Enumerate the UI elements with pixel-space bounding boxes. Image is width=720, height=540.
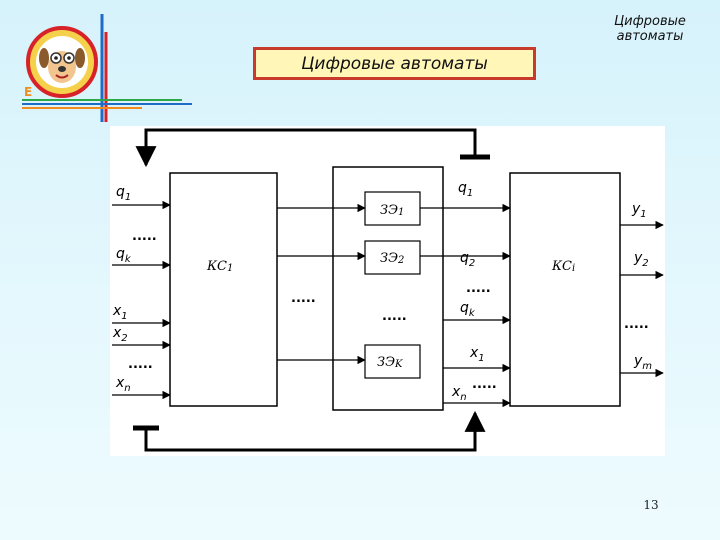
- logo-area: E: [22, 12, 202, 124]
- left-ellipsis-bottom: .....: [128, 357, 153, 372]
- automaton-block-diagram: q1 ..... qk x1 x2 ..... xn КС1 ..... ЗЭ1…: [112, 128, 664, 452]
- input-label-xn: xn: [115, 375, 131, 394]
- memory-element-2-label: ЗЭ2: [380, 251, 404, 266]
- bottom-feedback-line: [144, 410, 486, 452]
- mid-label-q1: q1: [458, 180, 473, 199]
- top-feedback-line: [135, 128, 477, 168]
- output-label-ym: ym: [633, 353, 652, 372]
- memory-element-k-label: ЗЭK: [377, 355, 403, 370]
- output-ellipsis: .....: [624, 317, 649, 332]
- memory-ellipsis: .....: [382, 309, 407, 324]
- kc2-block: [509, 172, 621, 407]
- diagram-panel: q1 ..... qk x1 x2 ..... xn КС1 ..... ЗЭ1…: [110, 126, 665, 456]
- input-label-x1: x1: [112, 303, 128, 322]
- kc2-label: КСi: [551, 259, 575, 274]
- mid-label-x1: x1: [469, 345, 485, 364]
- logo-letter: E: [24, 85, 32, 99]
- mid-ellipsis-bottom: .....: [472, 377, 497, 392]
- mid-label-xn: xn: [451, 384, 467, 403]
- left-ellipsis-top: .....: [132, 229, 157, 244]
- page-number: 13: [643, 498, 659, 512]
- header-corner-title: Цифровые автоматы: [614, 14, 686, 44]
- kc1-label: КС1: [206, 259, 233, 274]
- mid-ellipsis-top: .....: [466, 281, 491, 296]
- input-label-q1: q1: [116, 184, 131, 203]
- mid-label-q2: q2: [460, 250, 475, 269]
- input-label-qk: qk: [116, 246, 132, 265]
- dog-mascot-icon: [26, 26, 98, 98]
- middle-ellipsis: .....: [291, 291, 316, 306]
- output-label-y1: y1: [631, 201, 647, 220]
- logo-mark: E: [22, 14, 192, 122]
- input-label-x2: x2: [112, 325, 128, 344]
- kc1-block: [169, 172, 278, 407]
- slide-title: Цифровые автоматы: [253, 47, 536, 80]
- mid-label-qk: qk: [460, 300, 476, 319]
- memory-element-1-label: ЗЭ1: [380, 203, 404, 218]
- memory-block: [332, 166, 444, 411]
- output-label-y2: y2: [633, 250, 649, 269]
